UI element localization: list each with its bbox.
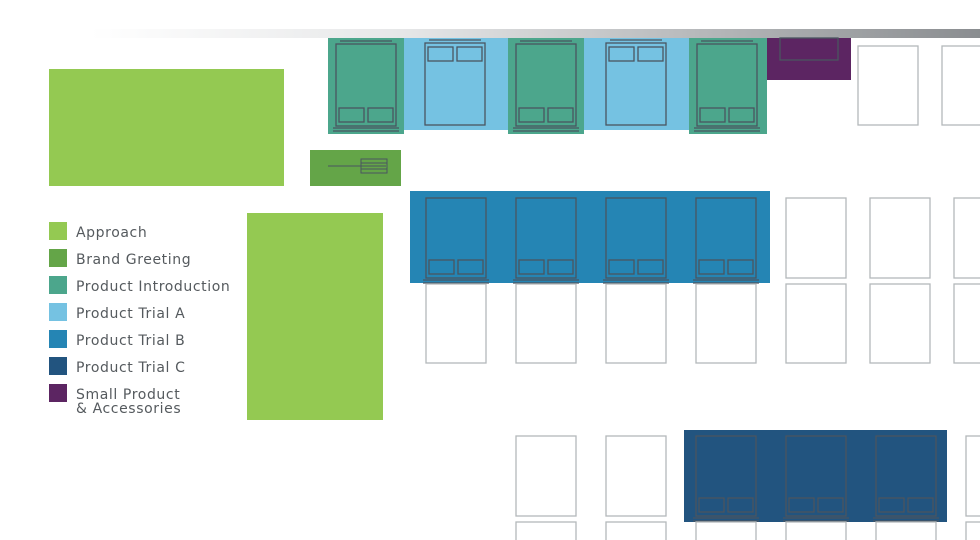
legend-swatch-product-trial-c <box>49 357 67 375</box>
bed-icon <box>953 197 980 279</box>
bed-icon <box>603 197 669 284</box>
bed-icon <box>425 283 487 364</box>
legend-swatch-product-introduction <box>49 276 67 294</box>
bed-icon <box>605 283 667 364</box>
bed-icon <box>693 435 759 522</box>
legend-label-brand-greeting: Brand Greeting <box>76 252 192 268</box>
legend-item-approach: Approach <box>49 222 239 249</box>
bed-icon <box>605 435 667 517</box>
bed-icon <box>693 197 759 284</box>
legend-item-brand-greeting: Brand Greeting <box>49 249 239 276</box>
bed-icon <box>869 283 931 364</box>
bed-icon <box>695 521 757 540</box>
product-trial-a-zone-1 <box>404 38 508 130</box>
legend-swatch-product-trial-a <box>49 303 67 321</box>
plain-beds <box>425 45 980 540</box>
bed-icon <box>873 435 939 522</box>
product-introduction-zone-1 <box>328 38 404 134</box>
bed-icon <box>953 283 980 364</box>
legend-item-product-trial-c: Product Trial C <box>49 357 239 384</box>
legend-swatch-brand-greeting <box>49 249 67 267</box>
legend-item-product-trial-b: Product Trial B <box>49 330 239 357</box>
header-bar <box>90 29 980 38</box>
legend: Approach Brand Greeting Product Introduc… <box>49 222 239 416</box>
legend-label-product-introduction: Product Introduction <box>76 279 231 295</box>
bed-icon <box>783 435 849 522</box>
bed-icon <box>515 435 577 517</box>
bed-icon <box>513 197 579 284</box>
product-trial-b-zone <box>410 191 770 283</box>
legend-swatch-product-trial-b <box>49 330 67 348</box>
legend-item-small-product-accessories: Small Product & Accessories <box>49 384 239 416</box>
legend-item-product-introduction: Product Introduction <box>49 276 239 303</box>
product-trial-a-zone-2 <box>584 38 689 130</box>
bed-icon <box>779 37 839 61</box>
bed-icon <box>515 283 577 364</box>
beds-on-zones <box>333 37 939 522</box>
brand-greeting-zone <box>310 150 401 186</box>
bed-icon <box>857 45 919 126</box>
bed-icon <box>333 40 399 132</box>
bed-icon <box>694 40 760 132</box>
bed-icon <box>424 39 486 126</box>
bed-icon <box>423 197 489 284</box>
approach-zone-left <box>49 69 284 186</box>
bed-icon <box>785 521 847 540</box>
approach-zone-center <box>247 213 383 420</box>
product-introduction-zone-3 <box>689 38 767 134</box>
legend-label-approach: Approach <box>76 225 148 241</box>
bed-icon <box>965 435 980 517</box>
small-product-accessories-zone <box>767 38 851 80</box>
legend-swatch-small-product-accessories <box>49 384 67 402</box>
legend-item-product-trial-a: Product Trial A <box>49 303 239 330</box>
bed-icon <box>875 521 937 540</box>
legend-label-product-trial-c: Product Trial C <box>76 360 186 376</box>
bed-icon <box>605 521 667 540</box>
bed-icon <box>695 283 757 364</box>
bed-icon <box>605 39 667 126</box>
bed-icon <box>941 45 980 126</box>
bed-icon <box>513 40 579 132</box>
legend-label-product-trial-a: Product Trial A <box>76 306 186 322</box>
legend-label-small-product-accessories: Small Product & Accessories <box>76 387 182 417</box>
legend-label-product-trial-b: Product Trial B <box>76 333 186 349</box>
bed-icon <box>515 521 577 540</box>
legend-swatch-approach <box>49 222 67 240</box>
bed-icon <box>785 283 847 364</box>
bed-icon <box>869 197 931 279</box>
display-fixture <box>328 158 388 174</box>
bed-icon <box>965 521 980 540</box>
bed-icon <box>785 197 847 279</box>
product-introduction-zone-2 <box>508 38 584 134</box>
